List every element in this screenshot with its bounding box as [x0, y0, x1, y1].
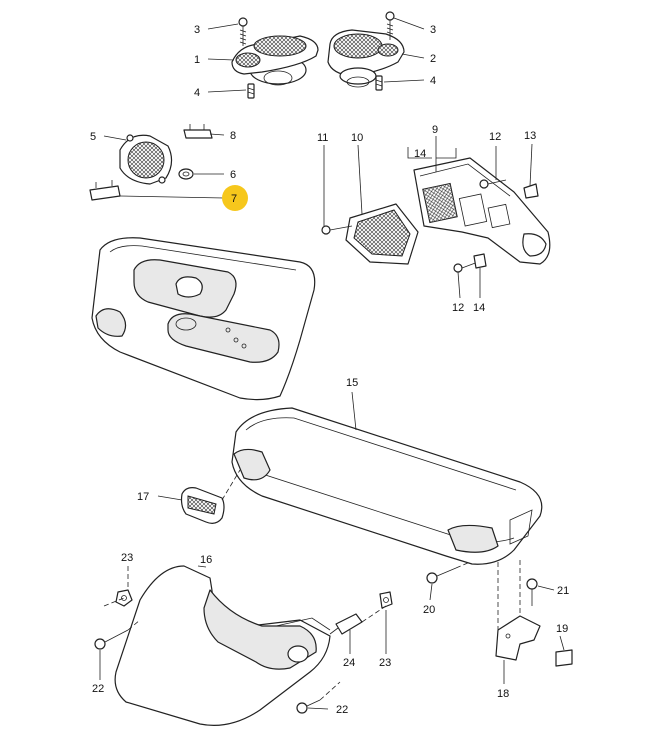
- callout-labels: 3 1 4 3 2 4 5 8 6 7 11 10 9 14 12 13 12 …: [90, 24, 569, 716]
- callout-24[interactable]: 24: [343, 657, 355, 669]
- clip-part-13[interactable]: [523, 183, 539, 199]
- nut-part-23-right[interactable]: [379, 591, 393, 609]
- callout-1[interactable]: 1: [194, 54, 200, 66]
- clip-part-7[interactable]: [89, 180, 121, 201]
- clip-part-4-left[interactable]: [247, 83, 255, 99]
- callout-19[interactable]: 19: [556, 623, 568, 635]
- gasket-part-10[interactable]: [345, 203, 419, 265]
- callout-23[interactable]: 23: [379, 657, 391, 669]
- callout-3[interactable]: 3: [430, 24, 436, 36]
- callout-10[interactable]: 10: [351, 132, 363, 144]
- screw-part-11[interactable]: [321, 225, 353, 235]
- screw-part-22-left[interactable]: [94, 629, 129, 650]
- callout-6[interactable]: 6: [230, 169, 236, 181]
- callout-12[interactable]: 12: [452, 302, 464, 314]
- speaker-part-2[interactable]: [327, 29, 405, 88]
- screw-part-20[interactable]: [426, 567, 457, 584]
- leader-lines: [99, 17, 565, 710]
- rear-shelf-part-15[interactable]: [231, 407, 543, 565]
- bolt-part-24[interactable]: [329, 613, 363, 635]
- callout-14[interactable]: 14: [414, 148, 426, 160]
- screw-part-12-bottom[interactable]: [453, 261, 479, 273]
- grille-part-17[interactable]: [180, 487, 225, 524]
- callout-9[interactable]: 9: [432, 124, 438, 136]
- callout-7[interactable]: 7: [231, 193, 237, 205]
- callout-8[interactable]: 8: [230, 130, 236, 142]
- callout-22[interactable]: 22: [92, 683, 104, 695]
- callout-21[interactable]: 21: [557, 585, 569, 597]
- door-panel[interactable]: [91, 237, 316, 401]
- callout-22[interactable]: 22: [336, 704, 348, 716]
- speaker-part-1[interactable]: [231, 35, 319, 86]
- bracket-part-18[interactable]: [495, 615, 541, 661]
- highlight-marker: [222, 185, 248, 211]
- callout-12[interactable]: 12: [489, 131, 501, 143]
- callout-14[interactable]: 14: [473, 302, 485, 314]
- screw-part-3-right[interactable]: [385, 11, 395, 40]
- callout-23[interactable]: 23: [121, 552, 133, 564]
- callout-17[interactable]: 17: [137, 491, 149, 503]
- speaker-enclosure-part-9[interactable]: [413, 157, 551, 265]
- callout-20[interactable]: 20: [423, 604, 435, 616]
- callout-4[interactable]: 4: [430, 75, 436, 87]
- callout-2[interactable]: 2: [430, 53, 436, 65]
- clip-part-4-right[interactable]: [375, 75, 383, 91]
- bracket-part-8[interactable]: [183, 124, 213, 139]
- callout-15[interactable]: 15: [346, 377, 358, 389]
- clip-part-19[interactable]: [555, 649, 573, 667]
- callout-5[interactable]: 5: [90, 131, 96, 143]
- callout-11[interactable]: 11: [317, 132, 328, 144]
- screw-part-12-top[interactable]: [479, 179, 507, 189]
- callout-18[interactable]: 18: [497, 688, 509, 700]
- callout-16[interactable]: 16: [200, 554, 212, 566]
- screw-part-22-bottom[interactable]: [296, 699, 321, 714]
- tweeter-part-5[interactable]: [119, 134, 173, 185]
- screw-part-21[interactable]: [526, 578, 538, 606]
- cover-part-16[interactable]: [114, 565, 331, 726]
- screw-part-3-left[interactable]: [238, 17, 248, 46]
- callout-4[interactable]: 4: [194, 87, 200, 99]
- washer-part-6[interactable]: [178, 168, 194, 180]
- clip-part-14-bottom[interactable]: [473, 253, 487, 269]
- callout-3[interactable]: 3: [194, 24, 200, 36]
- callout-13[interactable]: 13: [524, 130, 536, 142]
- nut-part-23-left[interactable]: [115, 589, 133, 607]
